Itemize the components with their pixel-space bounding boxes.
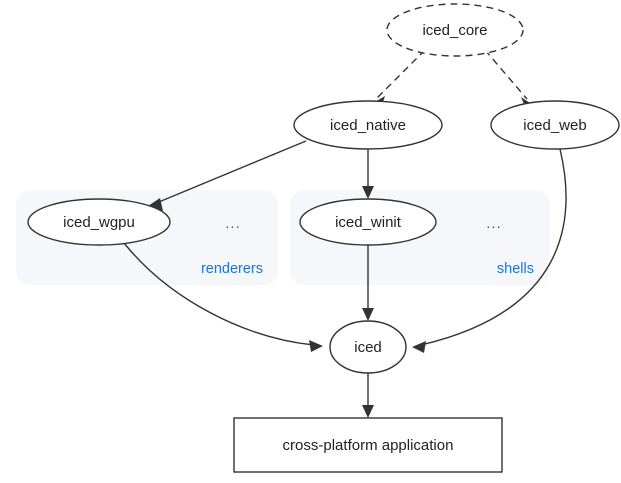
node-iced-wgpu-shape[interactable] (27, 198, 171, 246)
node-iced-native-shape[interactable] (293, 100, 443, 150)
cluster-renderers-label: renderers (201, 261, 263, 277)
edge-line (153, 140, 307, 205)
edge-iced-web-to-iced (412, 148, 567, 353)
node-iced-label: iced (354, 339, 382, 356)
arrowhead (362, 308, 374, 321)
node-iced-core[interactable]: iced_core (386, 3, 524, 57)
arrowhead (362, 405, 374, 418)
edge-iced-core-to-iced-native (370, 49, 426, 108)
cluster-renderers-ellipsis: ... (225, 215, 241, 232)
node-app-shape[interactable] (233, 417, 503, 473)
node-iced[interactable]: iced (329, 320, 407, 374)
edge-line (123, 242, 315, 346)
edge-iced-native-to-iced-winit (362, 149, 374, 199)
edge-line (375, 49, 426, 100)
node-iced-shape[interactable] (329, 320, 407, 374)
node-iced-winit[interactable]: iced_winit (299, 198, 437, 246)
node-iced-wgpu-label: iced_wgpu (63, 214, 135, 231)
node-app-label: cross-platform application (283, 437, 454, 454)
edge-line (484, 49, 528, 100)
edge-iced-core-to-iced-web (484, 49, 533, 109)
arrowhead (309, 340, 323, 352)
edge-iced-winit-to-iced (362, 245, 374, 321)
node-iced-winit-shape[interactable] (299, 198, 437, 246)
node-iced-core-shape[interactable] (386, 3, 524, 57)
node-iced-winit-label: iced_winit (335, 214, 402, 231)
cluster-shells-label: shells (497, 261, 534, 277)
node-cross-platform-application[interactable]: cross-platform application (233, 417, 503, 473)
node-iced-web-label: iced_web (523, 117, 586, 134)
cluster-shells-ellipsis: ... (486, 215, 502, 232)
node-iced-native[interactable]: iced_native (293, 100, 443, 150)
node-iced-native-label: iced_native (330, 117, 406, 134)
edge-iced-to-app (362, 373, 374, 418)
arrowhead (412, 341, 426, 353)
node-iced-core-label: iced_core (422, 22, 487, 39)
node-iced-web-shape[interactable] (490, 100, 620, 150)
edge-line (420, 148, 567, 346)
arrowhead (362, 186, 374, 199)
node-iced-wgpu[interactable]: iced_wgpu (27, 198, 171, 246)
edge-iced-wgpu-to-iced (123, 242, 323, 352)
node-iced-web[interactable]: iced_web (490, 100, 620, 150)
